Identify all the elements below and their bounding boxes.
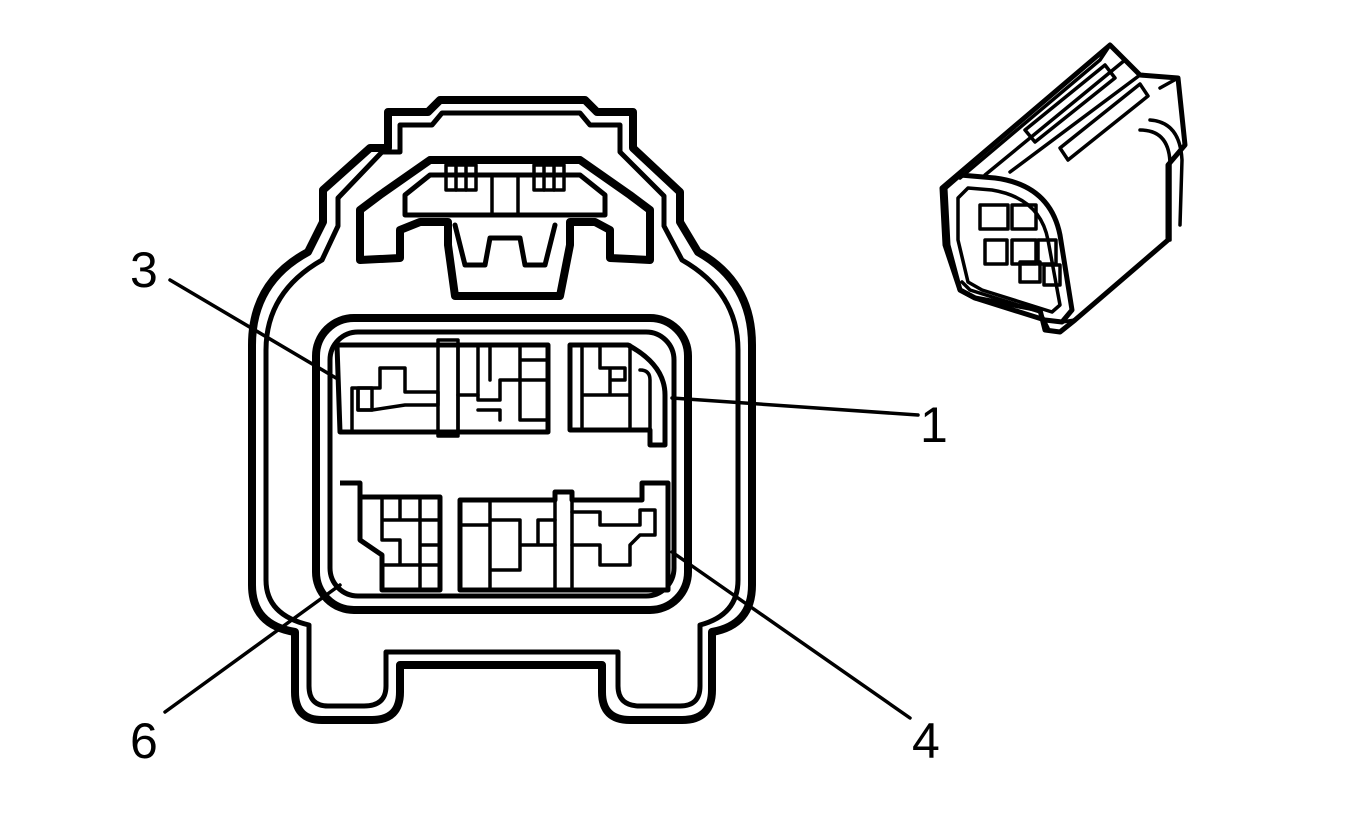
latch-housing (356, 156, 654, 300)
leader-line-1 (670, 396, 920, 417)
pin-label-1: 1 (920, 397, 948, 453)
terminal-cavity-3 (334, 338, 551, 438)
iso-cavity (1010, 238, 1038, 266)
iso-face (942, 172, 1075, 325)
connector-face (248, 96, 756, 724)
latch-rib (444, 163, 478, 192)
connector-isometric-view (939, 42, 1188, 335)
cavity-frame (312, 314, 692, 614)
iso-cavity (978, 203, 1010, 231)
pin-labels: 3 1 6 4 (130, 242, 948, 769)
latch-notch (452, 222, 558, 268)
cavity-frame-inner (327, 329, 677, 599)
terminal-cavity-4 (457, 480, 671, 593)
pin-label-4: 4 (912, 713, 940, 769)
latch-rib (532, 163, 566, 192)
leader-line-3 (168, 278, 338, 380)
leader-lines (163, 278, 920, 720)
iso-cavity (1018, 260, 1042, 284)
terminal-cavity-1 (567, 342, 668, 448)
iso-side-rib (1138, 76, 1184, 242)
pin-label-3: 3 (130, 242, 158, 298)
iso-cavity (1010, 203, 1038, 231)
housing-inner (263, 110, 741, 709)
iso-cavity (1042, 263, 1062, 287)
terminal-cavity-6 (340, 480, 443, 593)
iso-cavity (983, 238, 1009, 266)
latch-tab (402, 172, 608, 218)
iso-face-inner (956, 186, 1062, 314)
housing-outer (248, 96, 756, 724)
leader-line-4 (670, 550, 912, 720)
leader-line-6 (163, 583, 342, 714)
pin-label-6: 6 (130, 713, 158, 769)
iso-lower-lip (960, 280, 1077, 330)
iso-top-edge (958, 43, 1142, 180)
iso-rib (1023, 63, 1150, 162)
